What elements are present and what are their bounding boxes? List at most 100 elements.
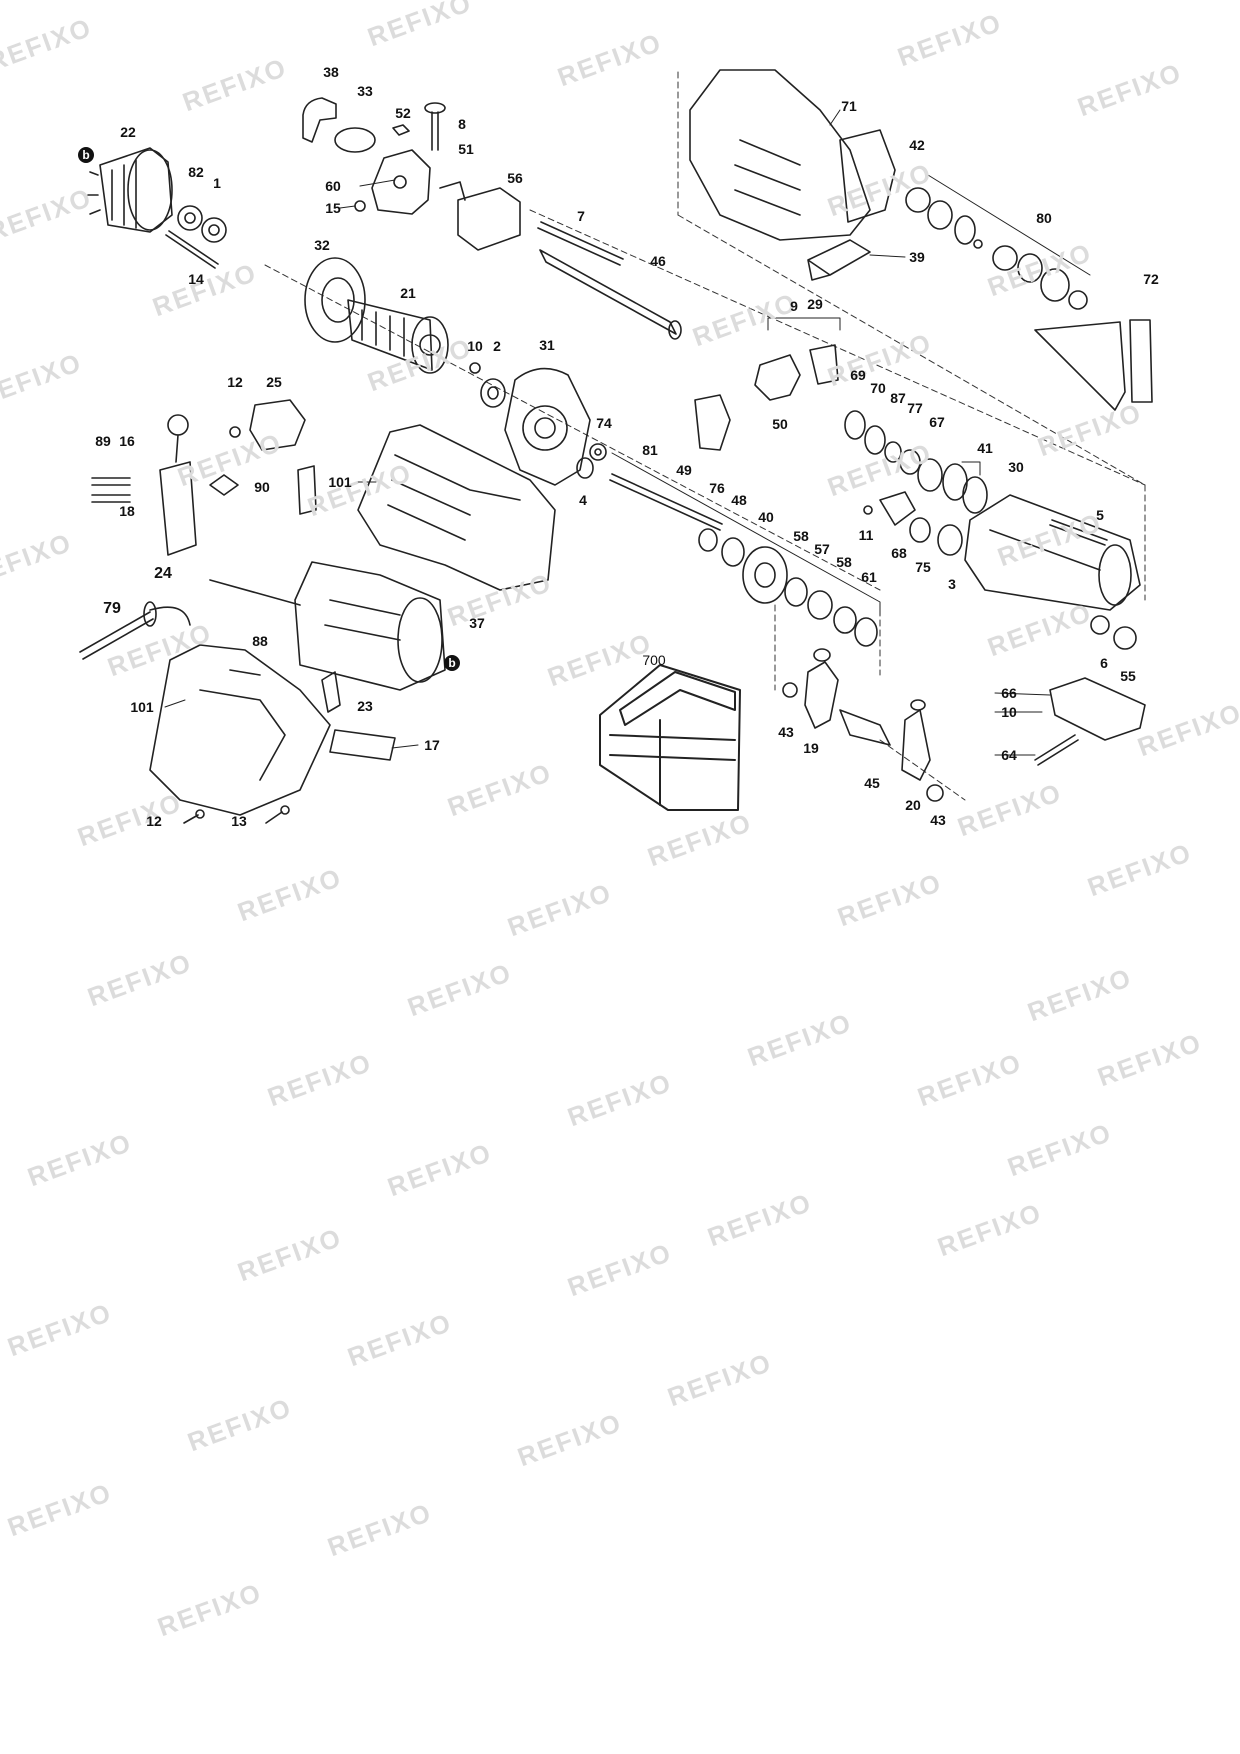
bearings-6-55 [1090,615,1137,650]
part-label-23: 23 [357,698,373,714]
part-label-57: 57 [814,541,830,557]
part-label-40: 40 [758,509,774,525]
part-label-37: 37 [469,615,485,631]
plunger-46 [539,249,682,340]
housing-half-101-upper [357,424,556,591]
terminal-90 [209,474,239,496]
gear-housing-31 [504,367,591,486]
label-17 [329,729,396,761]
bracket-60 [371,149,431,215]
part-label-90: 90 [254,479,270,495]
plate-66 [1049,677,1146,741]
stator-part-22 [87,147,173,233]
part-label-9: 9 [790,298,798,314]
part-label-43: 43 [930,812,946,828]
part-label-30: 30 [1008,459,1024,475]
part-label-81: 81 [642,442,658,458]
part-label-10: 10 [467,338,483,354]
bushing-4 [576,457,594,479]
part-label-89: 89 [95,433,111,449]
fan-1 [201,217,227,243]
cord-79 [79,601,157,660]
part-label-56: 56 [507,170,523,186]
washers-69-67 [844,410,943,492]
block-56 [439,181,521,251]
gear-stack-40-61 [698,528,878,647]
screw-10 [469,362,481,374]
brush-cover-38 [302,97,337,143]
part-label-1: 1 [213,175,221,191]
ref-marker-b-top: b [78,147,94,163]
part-label-101: 101 [130,699,154,715]
part-label-67: 67 [929,414,945,430]
part-label-50: 50 [772,416,788,432]
part-label-29: 29 [807,296,823,312]
switch-25 [249,399,306,451]
part-label-51: 51 [458,141,474,157]
part-label-72: 72 [1143,271,1159,287]
brushes-16 [91,494,131,503]
washer-74 [589,443,607,461]
part-label-19: 19 [803,740,819,756]
part-label-2: 2 [493,338,501,354]
part-label-70: 70 [870,380,886,396]
gearbox-3 [964,494,1141,611]
part-label-69: 69 [850,367,866,383]
leader-lines [164,109,1051,756]
part-label-11: 11 [858,527,874,543]
carrier-50 [694,394,731,451]
part-label-39: 39 [909,249,925,265]
screw-13 [265,805,290,824]
part-label-12: 12 [146,813,162,829]
cable-88 [209,579,301,606]
part-label-15: 15 [325,200,341,216]
part-label-48: 48 [731,492,747,508]
part-label-32: 32 [314,237,330,253]
part-label-82: 82 [188,164,204,180]
part-label-38: 38 [323,64,339,80]
part-label-60: 60 [325,178,341,194]
shaft-45 [839,709,891,746]
shaft-81-49 [609,473,723,531]
part-label-8: 8 [458,116,466,132]
part-label-25: 25 [266,374,282,390]
circlip-43-top [782,682,798,698]
part-label-55: 55 [1120,668,1136,684]
part-label-58: 58 [836,554,852,570]
screw-15 [354,200,366,212]
part-label-700: 700 [642,652,666,668]
ref-marker-b-bottom: b [444,655,460,671]
part-label-21: 21 [400,285,416,301]
part-label-33: 33 [357,83,373,99]
pin-64 [1034,734,1079,766]
part-label-42: 42 [909,137,925,153]
part-label-12: 12 [227,374,243,390]
assembly-axes [264,71,1146,801]
part-label-52: 52 [395,105,411,121]
part-label-80: 80 [1036,210,1052,226]
plate-11-68 [863,491,963,556]
screw-8 [424,102,446,151]
part-label-49: 49 [676,462,692,478]
rings-42-80 [905,187,1088,310]
armature-21 [347,299,449,374]
screw-12-switch [229,426,241,438]
part-label-43: 43 [778,724,794,740]
part-label-31: 31 [539,337,555,353]
part-label-10: 10 [1001,704,1017,720]
part-label-77: 77 [907,400,923,416]
part-label-17: 17 [424,737,440,753]
grouping-brackets [611,174,1091,616]
crank-19 [804,648,839,729]
part-label-76: 76 [709,480,725,496]
part-label-5: 5 [1096,507,1104,523]
part-label-74: 74 [596,415,612,431]
nut-52 [392,124,410,136]
part-label-88: 88 [252,633,268,649]
part-label-13: 13 [231,813,247,829]
part-label-87: 87 [890,390,906,406]
part-label-24: 24 [154,565,172,582]
screw-14 [165,230,219,269]
